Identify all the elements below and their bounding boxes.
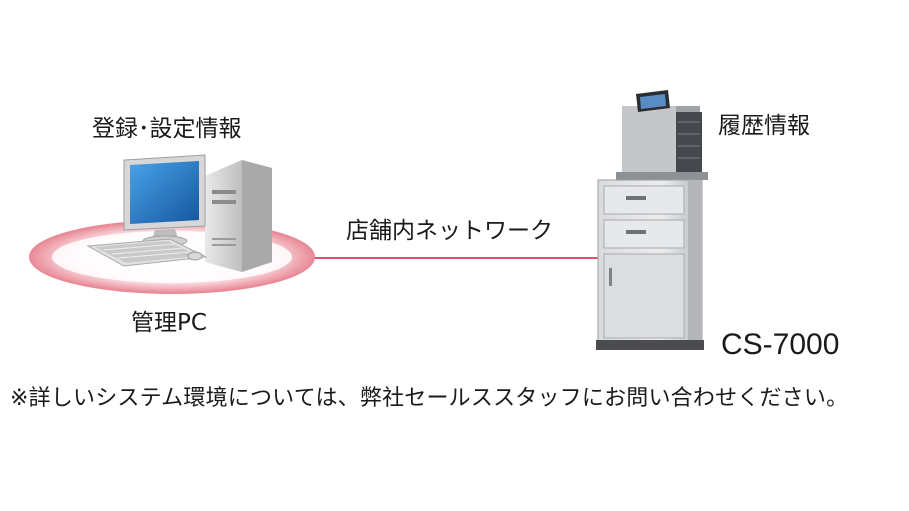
pc-name-label: 管理PC <box>131 310 207 336</box>
pc-info-label: 登録･設定情報 <box>92 116 242 142</box>
network-label: 店舗内ネットワーク <box>346 218 553 244</box>
model-label: CS-7000 <box>721 328 840 361</box>
cash-machine-icon <box>596 90 708 350</box>
footnote: ※詳しいシステム環境については、弊社セールススタッフにお問い合わせください。 <box>10 386 849 411</box>
history-label: 履歴情報 <box>718 113 810 139</box>
desktop-pc-icon <box>86 154 272 272</box>
